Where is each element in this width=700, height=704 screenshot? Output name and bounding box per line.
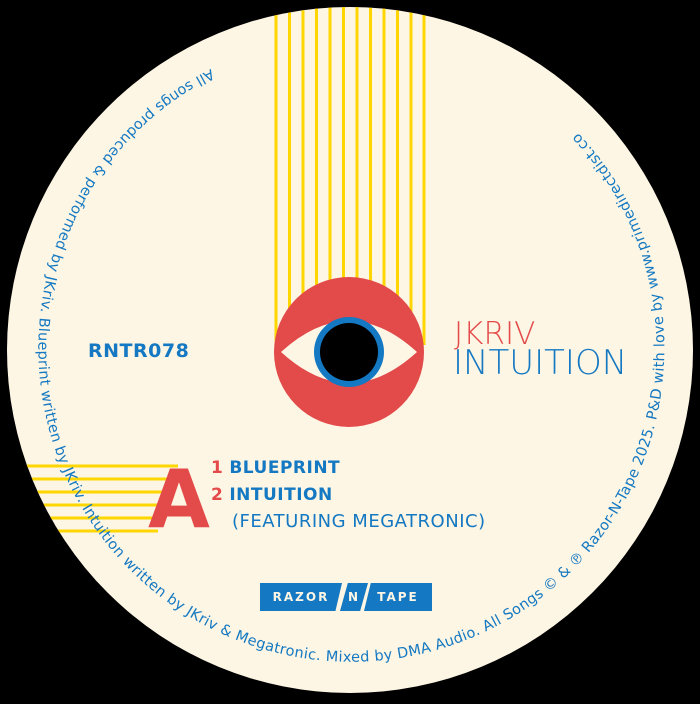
logo-middle: N [340, 583, 368, 611]
razor-n-tape-logo: RAZOR N TAPE [260, 583, 432, 611]
eye-icon [274, 277, 424, 427]
artist-name: JKRIV [454, 316, 536, 352]
track-title: INTUITION [229, 485, 333, 505]
catalog-number: RNTR078 [88, 340, 190, 362]
logo-right: TAPE [364, 583, 432, 611]
release-title: INTUITION [453, 343, 628, 383]
track-2-featuring: (FEATURING MEGATRONIC) [232, 511, 486, 532]
track-title: BLUEPRINT [229, 458, 341, 478]
spindle-hole [320, 323, 378, 381]
track-number: 2 [211, 485, 224, 505]
track-number: 1 [211, 458, 224, 478]
side-letter: A [148, 453, 210, 546]
logo-left: RAZOR [260, 583, 342, 611]
